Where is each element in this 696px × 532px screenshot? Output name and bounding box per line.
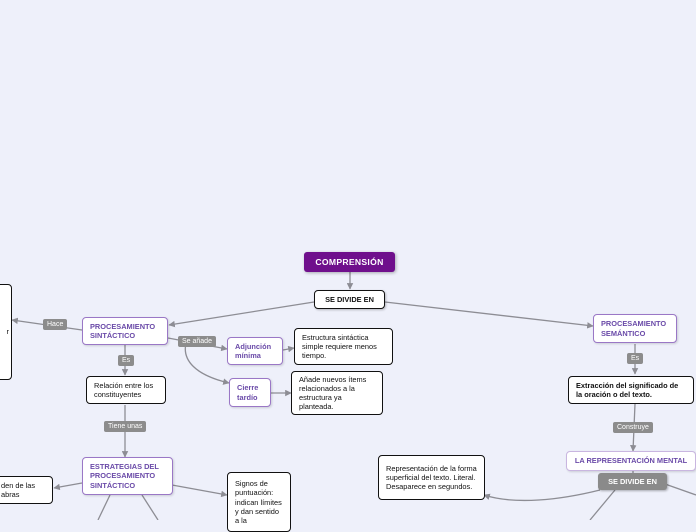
edge-estrategias-down-left <box>97 494 111 520</box>
edge-adjuncion-desc <box>282 345 295 353</box>
adjuncion-topic[interactable]: Adjunción mínima <box>227 337 283 365</box>
representacion-description[interactable]: Representación de la forma superficial d… <box>378 455 485 500</box>
edge-estrategias-orden <box>53 482 83 491</box>
representacion-topic[interactable]: LA REPRESENTACIÓN MENTAL <box>566 451 696 471</box>
estrategias-topic[interactable]: ESTRATEGIAS DEL PROCESAMIENTO SINTÁCTICO <box>82 457 173 495</box>
cierre-description[interactable]: Añade nuevos ítems relacionados a la est… <box>291 371 383 415</box>
sintactico-topic[interactable]: PROCESAMIENTO SINTÁCTICO <box>82 317 168 345</box>
connector-layer <box>11 272 696 520</box>
orden-partial-node[interactable]: den de las abras <box>0 476 53 504</box>
label-hace: Hace <box>43 319 68 331</box>
adjuncion-description[interactable]: Estructura sintáctica simple requiere me… <box>294 328 393 365</box>
extraccion-node[interactable]: Extracción del significado de la oración… <box>568 376 694 404</box>
label-es-sintactico: Es <box>118 355 135 367</box>
relacion-node[interactable]: Relación entre los constituyentes <box>86 376 166 404</box>
edge-sintactico-cierre <box>184 342 230 385</box>
edge-divide-down <box>589 489 616 520</box>
divide-main-node[interactable]: SE DIVIDE EN <box>314 290 385 309</box>
label-se-anade: Se añade <box>178 336 216 348</box>
edge-divide-desc <box>483 489 601 502</box>
central-topic[interactable]: COMPRENSIÓN <box>304 252 395 272</box>
edge-divide-semantico <box>384 301 594 329</box>
label-tiene-unas: Tiene unas <box>104 421 147 433</box>
divide-second-node[interactable]: SE DIVIDE EN <box>598 473 667 490</box>
edge-estrategias-signos <box>171 484 228 498</box>
label-construye: Construye <box>613 422 653 434</box>
signos-node[interactable]: Signos de puntuación: indican límites y … <box>227 472 291 532</box>
cierre-topic[interactable]: Cierre tardío <box>229 378 271 407</box>
label-es-semantico: Es <box>627 353 644 365</box>
semantico-topic[interactable]: PROCESAMIENTO SEMÁNTICO <box>593 314 677 343</box>
edge-divide-sintactico <box>168 301 315 328</box>
offscreen-left-node[interactable]: r <box>0 284 12 380</box>
edge-divide-right <box>664 483 696 496</box>
edge-estrategias-down-right <box>141 494 159 520</box>
